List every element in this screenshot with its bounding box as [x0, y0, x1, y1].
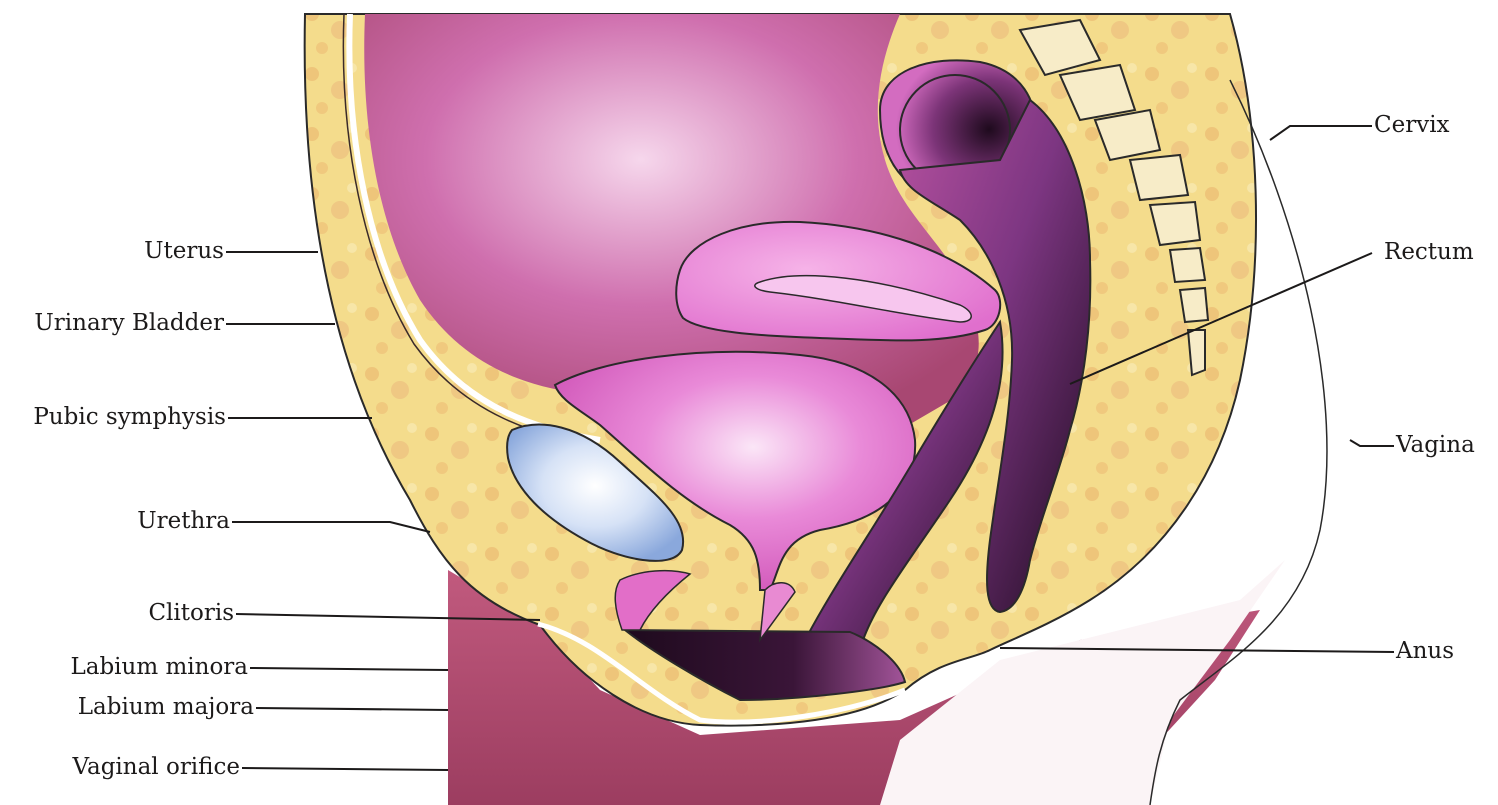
label-urethra: Urethra — [60, 510, 230, 533]
label-pubic-symphysis: Pubic symphysis — [4, 406, 226, 429]
label-vaginal-orifice: Vaginal orifice — [30, 756, 240, 779]
label-clitoris: Clitoris — [60, 602, 234, 625]
label-urinary-bladder: Urinary Bladder — [8, 312, 224, 335]
label-vagina: Vagina — [1396, 434, 1475, 457]
label-uterus: Uterus — [60, 240, 224, 263]
label-anus: Anus — [1396, 640, 1454, 663]
label-labium-majora: Labium majora — [40, 696, 254, 719]
label-labium-minora: Labium minora — [40, 656, 248, 679]
label-rectum: Rectum — [1384, 241, 1474, 264]
label-cervix: Cervix — [1374, 114, 1450, 137]
